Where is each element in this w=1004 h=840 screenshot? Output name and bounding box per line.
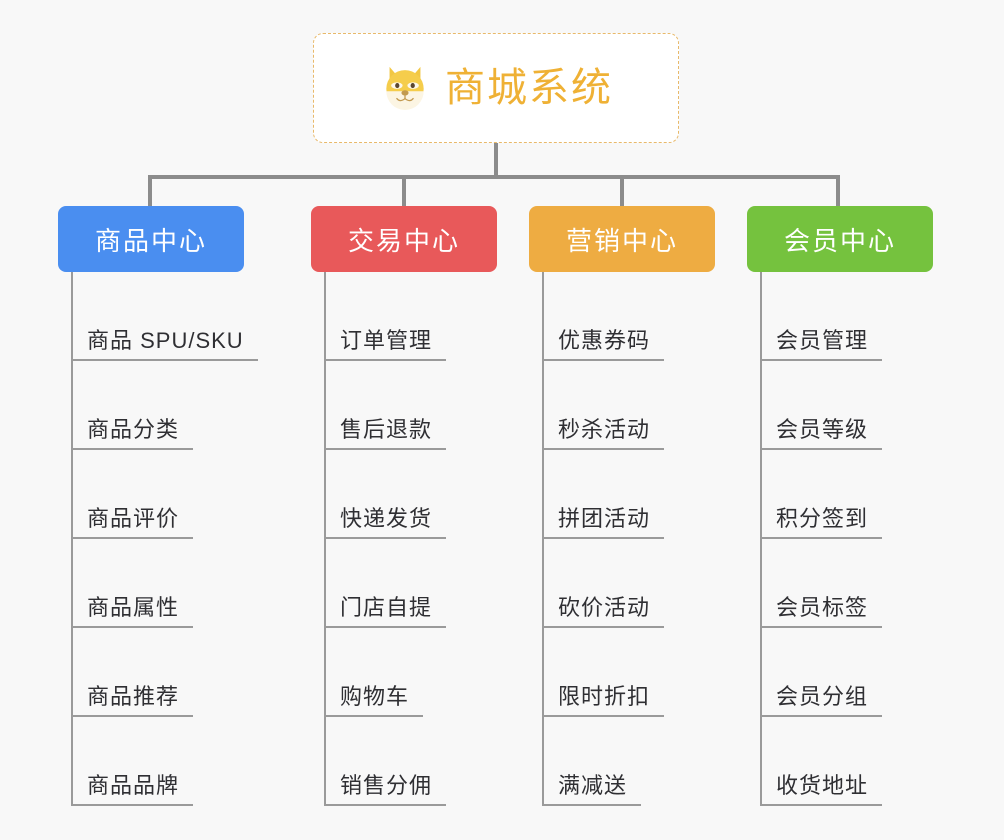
list-item[interactable]: 秒杀活动 — [544, 361, 759, 450]
list-item-label: 购物车 — [326, 684, 424, 717]
list-item-label: 商品属性 — [73, 595, 194, 628]
list-item[interactable]: 限时折扣 — [544, 628, 759, 717]
list-item[interactable]: 会员等级 — [762, 361, 977, 450]
list-item-label: 商品分类 — [73, 417, 194, 450]
category-header-trade-center[interactable]: 交易中心 — [311, 206, 497, 272]
connector-drop-1 — [148, 175, 152, 207]
connector-drop-2 — [402, 175, 406, 207]
list-item-label: 秒杀活动 — [544, 417, 665, 450]
column-trade-center: 交易中心 订单管理 售后退款 快递发货 门店自提 购物车 销售分佣 — [311, 206, 541, 806]
leaf-list-product-center: 商品 SPU/SKU 商品分类 商品评价 商品属性 商品推荐 商品品牌 — [71, 272, 288, 806]
list-item-label: 订单管理 — [326, 328, 447, 361]
category-label: 商品中心 — [94, 225, 207, 256]
leaf-list-member-center: 会员管理 会员等级 积分签到 会员标签 会员分组 收货地址 — [760, 272, 977, 806]
list-item[interactable]: 快递发货 — [326, 450, 541, 539]
list-item[interactable]: 商品属性 — [73, 539, 288, 628]
connector-drop-3 — [620, 175, 624, 207]
list-item-label: 会员分组 — [762, 684, 883, 717]
list-item-label: 优惠券码 — [544, 328, 665, 361]
list-item[interactable]: 售后退款 — [326, 361, 541, 450]
list-item[interactable]: 优惠券码 — [544, 272, 759, 361]
list-item[interactable]: 商品分类 — [73, 361, 288, 450]
list-item[interactable]: 商品 SPU/SKU — [73, 272, 288, 361]
list-item[interactable]: 满减送 — [544, 717, 759, 806]
list-item-label: 满减送 — [544, 773, 642, 806]
root-node[interactable]: 商城系统 — [313, 33, 679, 143]
connector-drop-4 — [836, 175, 840, 207]
list-item-label: 商品推荐 — [73, 684, 194, 717]
list-item-label: 拼团活动 — [544, 506, 665, 539]
list-item[interactable]: 订单管理 — [326, 272, 541, 361]
list-item-label: 快递发货 — [326, 506, 447, 539]
column-marketing-center: 营销中心 优惠券码 秒杀活动 拼团活动 砍价活动 限时折扣 满减送 — [529, 206, 759, 806]
list-item-label: 限时折扣 — [544, 684, 665, 717]
connector-horizontal-bus — [148, 175, 840, 179]
list-item[interactable]: 购物车 — [326, 628, 541, 717]
list-item[interactable]: 商品推荐 — [73, 628, 288, 717]
connector-root-stem — [494, 143, 498, 177]
category-header-product-center[interactable]: 商品中心 — [58, 206, 244, 272]
list-item[interactable]: 会员分组 — [762, 628, 977, 717]
column-member-center: 会员中心 会员管理 会员等级 积分签到 会员标签 会员分组 收货地址 — [747, 206, 977, 806]
list-item-label: 商品评价 — [73, 506, 194, 539]
list-item-label: 商品品牌 — [73, 773, 194, 806]
list-item[interactable]: 会员管理 — [762, 272, 977, 361]
list-item-label: 会员等级 — [762, 417, 883, 450]
list-item[interactable]: 拼团活动 — [544, 450, 759, 539]
list-item[interactable]: 会员标签 — [762, 539, 977, 628]
list-item[interactable]: 销售分佣 — [326, 717, 541, 806]
category-label: 会员中心 — [783, 225, 896, 256]
list-item[interactable]: 积分签到 — [762, 450, 977, 539]
list-item-label: 收货地址 — [762, 773, 883, 806]
list-item-label: 销售分佣 — [326, 773, 447, 806]
category-header-member-center[interactable]: 会员中心 — [747, 206, 933, 272]
list-item-label: 门店自提 — [326, 595, 447, 628]
list-item-label: 售后退款 — [326, 417, 447, 450]
category-header-marketing-center[interactable]: 营销中心 — [529, 206, 715, 272]
list-item[interactable]: 砍价活动 — [544, 539, 759, 628]
list-item[interactable]: 收货地址 — [762, 717, 977, 806]
dog-face-icon — [386, 66, 424, 110]
list-item[interactable]: 商品评价 — [73, 450, 288, 539]
list-item-label: 会员管理 — [762, 328, 883, 361]
list-item-label: 商品 SPU/SKU — [73, 328, 258, 361]
leaf-list-marketing-center: 优惠券码 秒杀活动 拼团活动 砍价活动 限时折扣 满减送 — [542, 272, 759, 806]
column-product-center: 商品中心 商品 SPU/SKU 商品分类 商品评价 商品属性 商品推荐 商品品牌 — [58, 206, 288, 806]
list-item-label: 砍价活动 — [544, 595, 665, 628]
category-label: 交易中心 — [347, 225, 460, 256]
root-title: 商城系统 — [445, 66, 613, 110]
list-item[interactable]: 商品品牌 — [73, 717, 288, 806]
list-item-label: 积分签到 — [762, 506, 883, 539]
list-item[interactable]: 门店自提 — [326, 539, 541, 628]
category-label: 营销中心 — [565, 225, 678, 256]
leaf-list-trade-center: 订单管理 售后退款 快递发货 门店自提 购物车 销售分佣 — [324, 272, 541, 806]
list-item-label: 会员标签 — [762, 595, 883, 628]
